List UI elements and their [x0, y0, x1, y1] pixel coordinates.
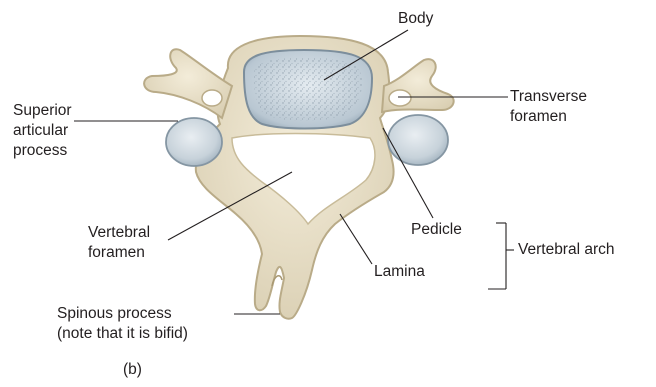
panel-label: (b)	[123, 360, 142, 380]
label-superior-articular-process: Superior articular process	[13, 101, 72, 161]
right-transverse-foramen	[389, 90, 411, 106]
label-spinous-process: Spinous process (note that it is bifid)	[57, 304, 188, 344]
right-superior-articular-facet	[388, 115, 448, 165]
left-transverse-foramen	[202, 90, 222, 106]
label-pedicle: Pedicle	[411, 220, 462, 240]
label-vertebral-arch: Vertebral arch	[518, 240, 615, 260]
left-superior-articular-facet	[166, 118, 222, 166]
label-transverse-foramen: Transverse foramen	[510, 87, 587, 127]
vertebral-arch-bracket	[488, 223, 514, 289]
label-vertebral-foramen: Vertebral foramen	[88, 223, 150, 263]
label-body: Body	[398, 9, 433, 29]
label-lamina: Lamina	[374, 262, 425, 282]
leader-lamina	[340, 214, 372, 264]
left-transverse-process	[144, 49, 232, 118]
